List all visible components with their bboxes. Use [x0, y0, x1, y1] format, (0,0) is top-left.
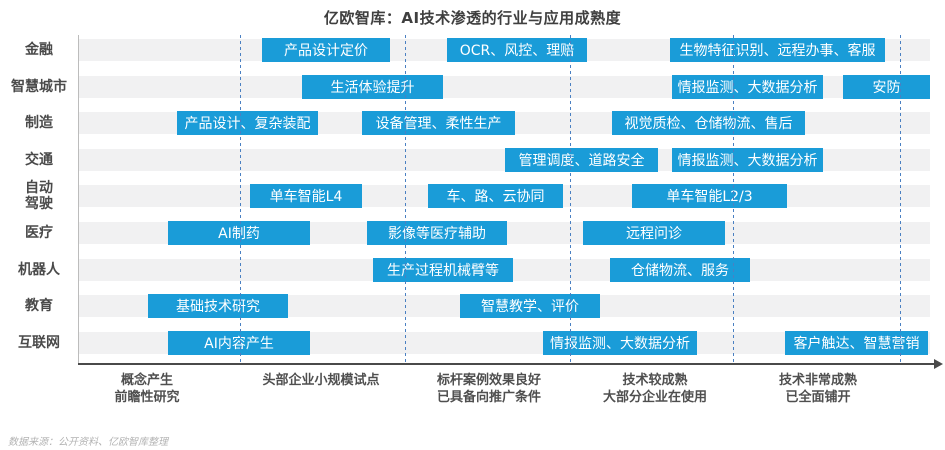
industry-label: 制造: [0, 115, 78, 131]
y-axis-line: [78, 35, 79, 364]
application-bar: 仓储物流、服务: [610, 257, 750, 282]
stage-label: 头部企业小规模试点: [262, 373, 379, 390]
stage-label: 标杆案例效果良好已具备向推广条件: [437, 373, 541, 407]
stage-gridline: [570, 35, 571, 363]
application-bar: 单车智能L4: [250, 184, 362, 209]
application-bar: 远程问诊: [583, 221, 725, 245]
application-bar: 车、路、云协同: [428, 184, 563, 209]
industry-label: 教育: [0, 298, 78, 314]
application-bar: AI制药: [168, 221, 310, 245]
stage-label-line: 技术较成熟: [622, 373, 688, 388]
application-bar: 产品设计、复杂装配: [177, 111, 318, 136]
industry-label: 金融: [0, 42, 78, 58]
stage-label-line: 技术非常成熟: [778, 373, 858, 388]
application-bar: 安防: [843, 74, 930, 99]
industry-label: 机器人: [0, 262, 78, 278]
application-bar: 情报监测、大数据分析: [672, 147, 823, 172]
industry-label: 智慧城市: [0, 79, 78, 95]
application-bar: 生活体验提升: [302, 74, 443, 99]
stage-label-line: 已全面铺开: [785, 389, 851, 405]
chart-title: 亿欧智库：AI技术渗透的行业与应用成熟度: [323, 9, 622, 27]
stage-label: 概念产生前瞻性研究: [114, 373, 179, 407]
industry-label-line: 自动: [25, 180, 53, 197]
stage-gridline: [405, 35, 406, 363]
industry-label-line: 交通: [25, 151, 53, 168]
application-bar: 客户触达、智慧营销: [785, 330, 928, 355]
application-bar: 单车智能L2/3: [632, 184, 787, 209]
stage-gridline: [900, 35, 901, 363]
application-bar: 基础技术研究: [148, 294, 288, 319]
stage-label-line: 已具备向推广条件: [436, 389, 542, 405]
stage-label-line: 头部企业小规模试点: [262, 373, 380, 388]
industry-label-line: 制造: [25, 115, 53, 132]
industry-label: 自动驾驶: [0, 180, 78, 212]
stage-label: 技术非常成熟已全面铺开: [779, 373, 857, 407]
industry-label: 医疗: [0, 225, 78, 241]
application-bar: 设备管理、柔性生产: [362, 111, 515, 136]
source-note: 数据来源：公开资料、亿欧智库整理: [8, 437, 168, 448]
industry-label-line: 医疗: [25, 224, 53, 241]
stage-gridline: [733, 35, 734, 363]
industry-label: 互联网: [0, 335, 78, 351]
industry-label-line: 互联网: [18, 334, 60, 351]
industry-label-line: 教育: [25, 298, 53, 315]
industry-label-line: 智慧城市: [11, 78, 67, 95]
application-bar: 产品设计定价: [262, 38, 390, 62]
stage-label-line: 标杆案例效果良好: [436, 373, 542, 388]
stage-gridline: [240, 35, 241, 363]
stage-label-line: 前瞻性研究: [114, 389, 180, 405]
application-bar: 视觉质检、仓储物流、售后: [612, 111, 805, 136]
x-axis-arrow-icon: [934, 359, 943, 369]
industry-label-line: 金融: [25, 41, 53, 58]
application-bar: 生物特征识别、远程办事、客服: [670, 38, 885, 62]
stage-label-line: 概念产生: [120, 373, 174, 388]
application-bar: 管理调度、道路安全: [505, 147, 658, 172]
industry-label: 交通: [0, 152, 78, 168]
stage-label: 技术较成熟大部分企业在使用: [603, 373, 707, 407]
application-bar: 情报监测、大数据分析: [672, 74, 823, 99]
x-axis-line: [78, 363, 934, 365]
application-bar: OCR、风控、理赔: [447, 38, 587, 62]
application-bar: AI内容产生: [168, 330, 310, 355]
industry-label-line: 机器人: [18, 261, 60, 278]
application-bar: 情报监测、大数据分析: [543, 330, 697, 355]
stage-label-line: 大部分企业在使用: [602, 389, 708, 405]
application-bar: 生产过程机械臂等: [373, 257, 513, 282]
application-bar: 影像等医疗辅助: [367, 221, 507, 245]
application-bar: 智慧教学、评价: [460, 294, 600, 319]
industry-label-line: 驾驶: [25, 196, 53, 213]
